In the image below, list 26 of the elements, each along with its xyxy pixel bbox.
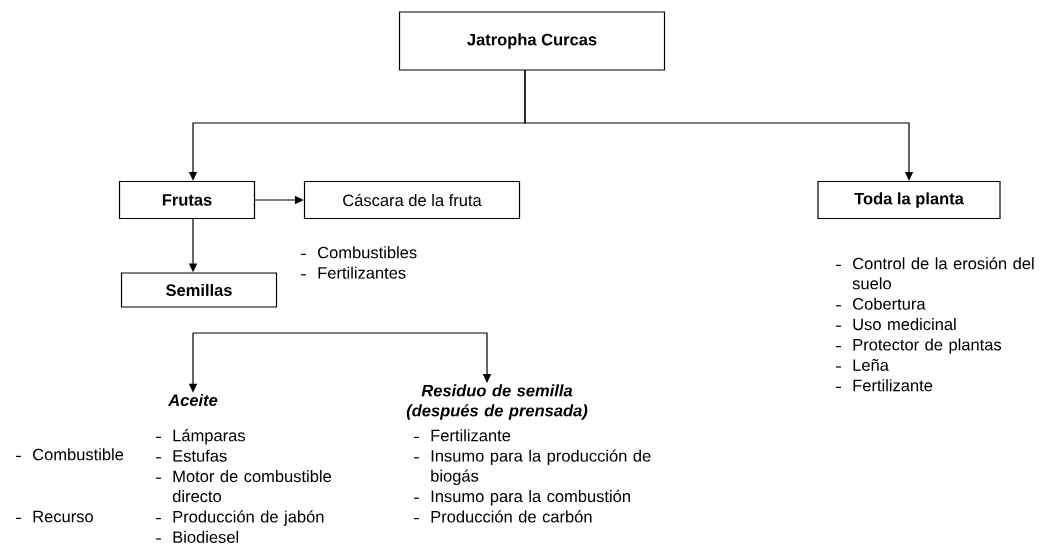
process-box: Toda la planta <box>817 180 1001 220</box>
list-item: Producción de jabón <box>173 510 324 526</box>
list-item: Biodiesel <box>173 530 239 543</box>
list-item: Motor de combustible directo <box>172 470 331 503</box>
list-item: Lámparas <box>173 429 245 445</box>
list-item: Insumo para la producción de biogás <box>431 449 651 485</box>
list-item: Recurso <box>33 510 93 523</box>
heading-text: Residuo de semilla (después de prensada) <box>406 384 588 420</box>
heading-text: Aceite <box>167 393 218 407</box>
list-item: Fertilizante <box>853 379 933 392</box>
process-box: Cáscara de la fruta <box>303 180 521 220</box>
list-item: Producción de carbón <box>431 510 592 523</box>
list-item: Control de la erosión del suelo <box>852 257 1034 290</box>
list-item: Fertilizantes <box>318 266 406 279</box>
process-box: Semillas <box>120 272 278 308</box>
list-item: Protector de plantas <box>853 338 1002 354</box>
list-item: Estufas <box>173 449 227 462</box>
list-item: Uso medicinal <box>853 318 956 331</box>
list-item: Leña <box>853 358 889 371</box>
list-item: Combustible <box>33 448 124 461</box>
list-item: Fertilizante <box>431 429 511 442</box>
list-item: Cobertura <box>853 297 926 310</box>
process-box: Frutas <box>118 180 256 220</box>
list-item: Insumo para la combustión <box>431 489 630 506</box>
process-box: Jatropha Curcas <box>398 11 666 71</box>
list-item: Combustibles <box>318 246 417 259</box>
